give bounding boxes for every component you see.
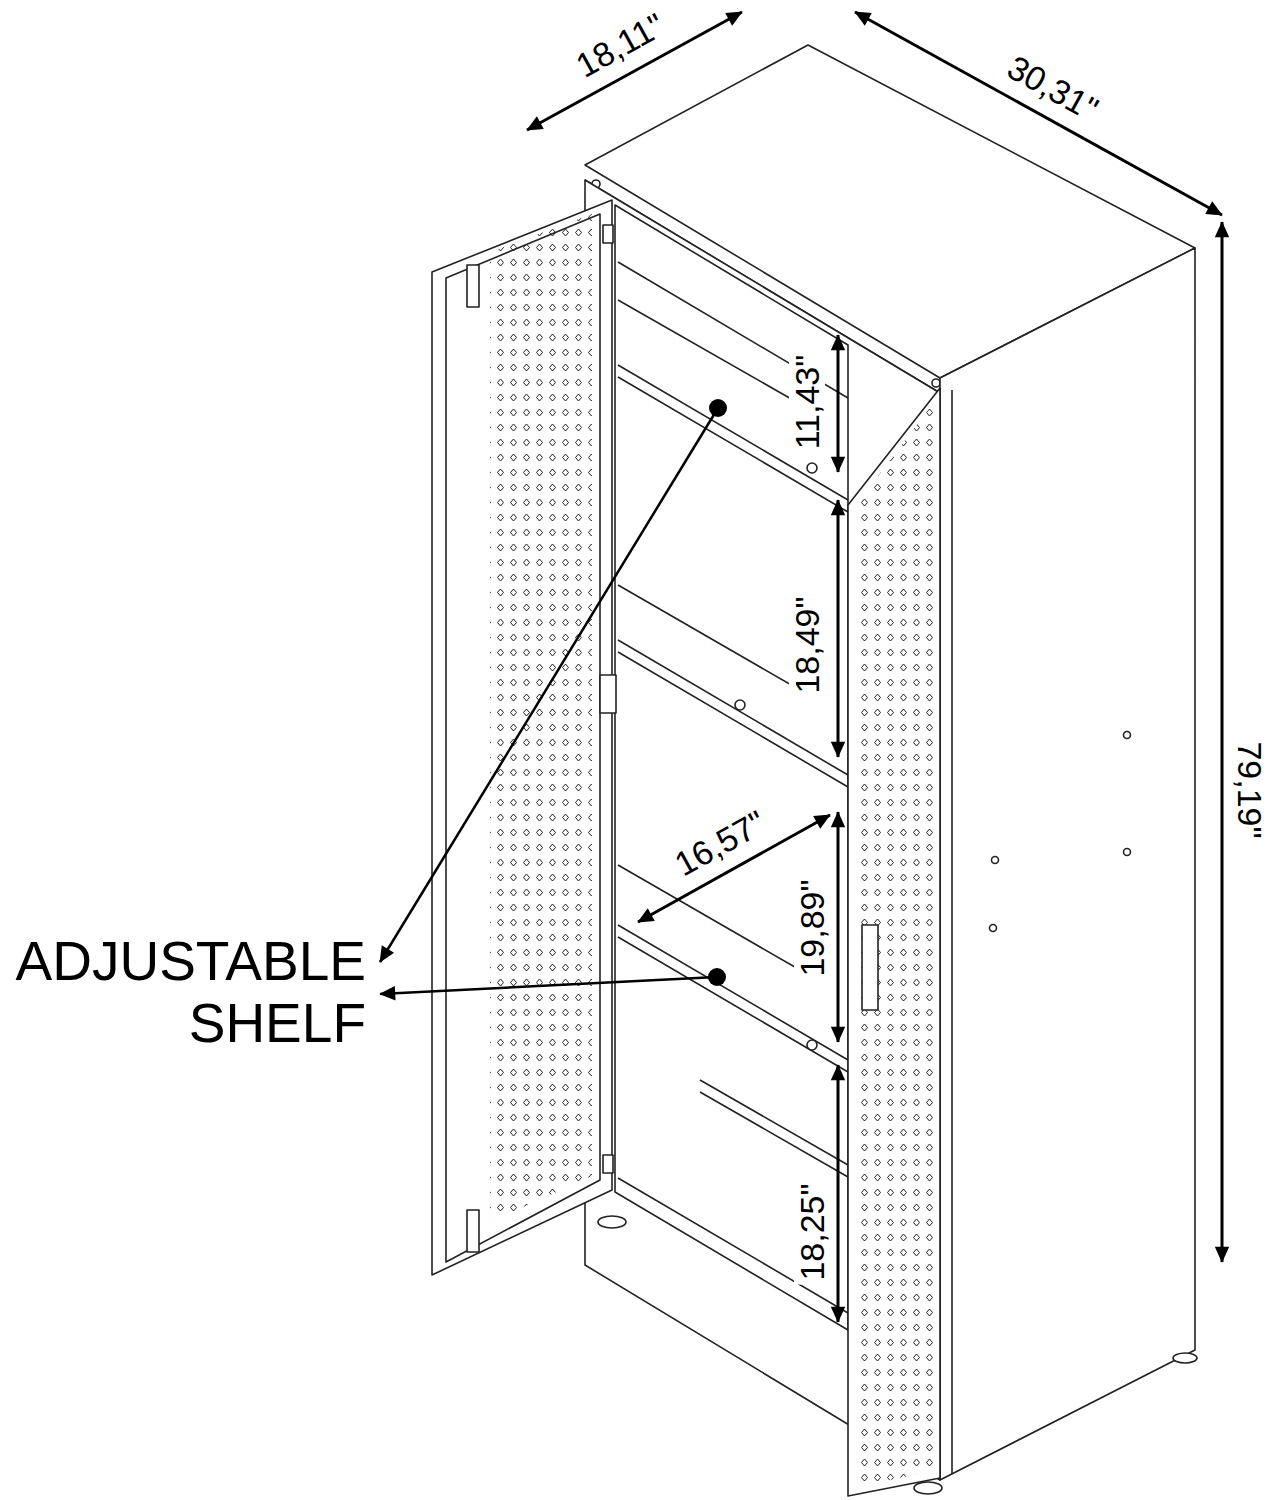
dimension-label: 11,43" — [789, 351, 825, 454]
side-hole — [1124, 732, 1131, 739]
dimension-label-holder: 18,49" — [789, 592, 825, 697]
dimension-label: 19,89" — [794, 875, 830, 980]
dimension-label-holder: 79,19" — [1232, 737, 1268, 842]
dimension-line — [855, 12, 1222, 215]
shelf-peg — [807, 463, 817, 473]
dimension-label-holder: 11,43" — [789, 351, 825, 454]
shelf-peg — [807, 1040, 817, 1050]
door-hinge — [600, 675, 616, 713]
left-door-pattern — [490, 214, 592, 1222]
leader-dot — [709, 399, 727, 417]
foot — [1173, 1353, 1197, 1363]
door-handle — [862, 925, 878, 1010]
shelf-back — [618, 300, 800, 404]
dimension-line — [837, 335, 840, 472]
dimension-line — [1221, 222, 1224, 1262]
dimension-label-holder: 19,89" — [794, 875, 830, 980]
dimension-line — [837, 812, 840, 1042]
shelf-peg — [735, 700, 745, 710]
interior-opening — [615, 205, 848, 1330]
right-door — [848, 388, 940, 1496]
cabinet-body — [432, 45, 1197, 1496]
leader-line — [380, 977, 717, 994]
side-panel — [940, 248, 1195, 1480]
dimension-label: 79,19" — [1232, 737, 1268, 842]
right-door-pattern — [856, 402, 934, 1488]
side-hole — [992, 857, 999, 864]
door-hinge — [603, 1155, 613, 1173]
dimension-label-holder: 30,31" — [998, 47, 1107, 129]
dimension-lines — [527, 12, 1222, 1322]
dimension-label-holder: 18,25" — [794, 1179, 830, 1284]
foot — [598, 1216, 626, 1228]
dimension-label: 18,11" — [566, 4, 673, 85]
leader-dot — [708, 968, 726, 986]
left-door-rim — [446, 214, 600, 1262]
callout-label-holder: ADJUSTABLE SHELF — [4, 930, 366, 1054]
shelves — [618, 300, 848, 1313]
spacer — [795, 45, 808, 160]
dimension-label-holder: 18,11" — [566, 4, 673, 85]
dimension-label: 18,25" — [794, 1179, 830, 1284]
side-hole — [1124, 849, 1131, 856]
leader-lines — [380, 399, 727, 994]
door-latch — [467, 1210, 479, 1252]
callout-label: ADJUSTABLE SHELF — [4, 930, 366, 1054]
dimension-label: 18,49" — [789, 592, 825, 697]
floor-rail — [700, 1092, 848, 1177]
foot — [914, 1482, 942, 1494]
floor-rail — [700, 1080, 848, 1165]
top-bolt — [932, 379, 940, 387]
leader-line — [380, 408, 718, 962]
dimension-line — [837, 500, 840, 757]
dimension-label: 30,31" — [998, 47, 1107, 129]
side-hole — [990, 925, 997, 932]
left-door — [432, 200, 612, 1275]
dimension-line — [837, 1065, 840, 1322]
door-hinge — [603, 225, 613, 243]
floor-edge — [618, 1178, 848, 1313]
shelf-back — [618, 585, 800, 690]
side-edge — [951, 390, 953, 1474]
door-latch — [467, 265, 479, 307]
